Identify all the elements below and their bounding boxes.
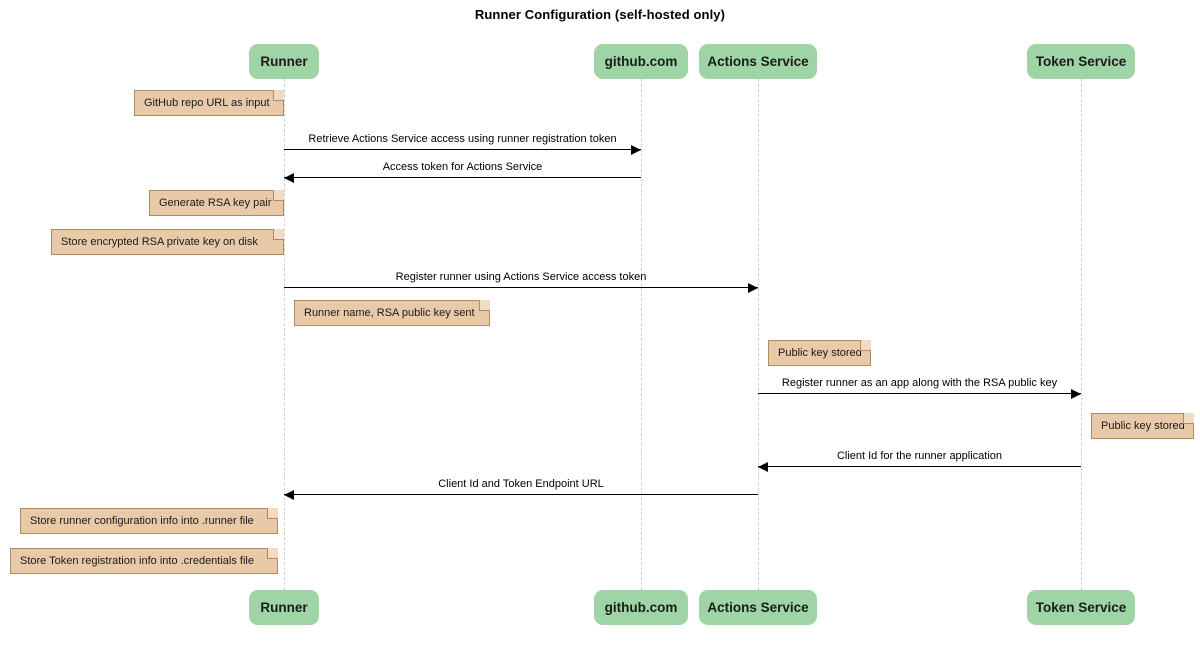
note-text: Generate RSA key pair — [159, 197, 272, 209]
msg-register-runner-arrowhead — [748, 282, 758, 293]
participant-label: Actions Service — [707, 600, 809, 615]
note-fold-corner-icon — [273, 190, 284, 201]
msg-register-runner-line — [284, 287, 758, 288]
msg-client-id-runner-app-arrowhead — [758, 461, 768, 472]
msg-retrieve-actions-access-label: Retrieve Actions Service access using ru… — [308, 133, 617, 145]
lifeline-token — [1081, 79, 1082, 590]
participant-label: Token Service — [1035, 54, 1127, 69]
note-fold-corner-icon — [479, 300, 490, 311]
msg-access-token-label: Access token for Actions Service — [382, 161, 543, 173]
participant-token-top[interactable]: Token Service — [1027, 44, 1135, 79]
lifeline-github — [641, 79, 642, 590]
note-text: Public key stored — [1101, 420, 1185, 432]
note-fold-corner-icon — [273, 90, 284, 101]
msg-client-id-runner-app-label: Client Id for the runner application — [836, 450, 1003, 462]
note-runner-name-pubkey: Runner name, RSA public key sent — [294, 300, 490, 326]
note-text: GitHub repo URL as input — [144, 97, 270, 109]
note-store-private-key: Store encrypted RSA private key on disk — [51, 229, 284, 255]
note-github-repo-url: GitHub repo URL as input — [134, 90, 284, 116]
participant-runner-bottom[interactable]: Runner — [249, 590, 319, 625]
note-store-token-reg: Store Token registration info into .cred… — [10, 548, 278, 574]
participant-actions-top[interactable]: Actions Service — [699, 44, 817, 79]
participant-runner-top[interactable]: Runner — [249, 44, 319, 79]
note-text: Store runner configuration info into .ru… — [30, 515, 254, 527]
lifeline-actions — [758, 79, 759, 590]
note-fold-corner-icon — [860, 340, 871, 351]
participant-token-bottom[interactable]: Token Service — [1027, 590, 1135, 625]
participant-github-top[interactable]: github.com — [594, 44, 688, 79]
msg-retrieve-actions-access-arrowhead — [631, 144, 641, 155]
participant-label: Token Service — [1035, 600, 1127, 615]
note-generate-rsa: Generate RSA key pair — [149, 190, 284, 216]
note-text: Store encrypted RSA private key on disk — [61, 236, 258, 248]
note-fold-corner-icon — [1183, 413, 1194, 424]
note-store-runner-config: Store runner configuration info into .ru… — [20, 508, 278, 534]
note-fold-corner-icon — [267, 508, 278, 519]
note-text: Runner name, RSA public key sent — [304, 307, 475, 319]
lifeline-runner — [284, 79, 285, 590]
participant-label: Runner — [260, 54, 308, 69]
msg-client-id-token-endpoint-label: Client Id and Token Endpoint URL — [438, 478, 604, 490]
msg-register-app-pubkey-line — [758, 393, 1081, 394]
msg-register-app-pubkey-label: Register runner as an app along with the… — [781, 377, 1058, 389]
note-text: Store Token registration info into .cred… — [20, 555, 254, 567]
msg-client-id-runner-app-line — [758, 466, 1081, 467]
msg-client-id-token-endpoint-line — [284, 494, 758, 495]
msg-access-token-arrowhead — [284, 172, 294, 183]
msg-register-app-pubkey-arrowhead — [1071, 388, 1081, 399]
note-fold-corner-icon — [267, 548, 278, 559]
msg-retrieve-actions-access-line — [284, 149, 641, 150]
participant-label: Runner — [260, 600, 308, 615]
participant-github-bottom[interactable]: github.com — [594, 590, 688, 625]
participant-label: Actions Service — [707, 54, 809, 69]
note-fold-corner-icon — [273, 229, 284, 240]
note-text: Public key stored — [778, 347, 862, 359]
note-public-key-stored-tok: Public key stored — [1091, 413, 1194, 439]
page-title: Runner Configuration (self-hosted only) — [474, 7, 726, 22]
msg-register-runner-label: Register runner using Actions Service ac… — [395, 271, 647, 283]
participant-label: github.com — [604, 54, 678, 69]
participant-actions-bottom[interactable]: Actions Service — [699, 590, 817, 625]
msg-client-id-token-endpoint-arrowhead — [284, 489, 294, 500]
note-public-key-stored-act: Public key stored — [768, 340, 871, 366]
msg-access-token-line — [284, 177, 641, 178]
participant-label: github.com — [604, 600, 678, 615]
